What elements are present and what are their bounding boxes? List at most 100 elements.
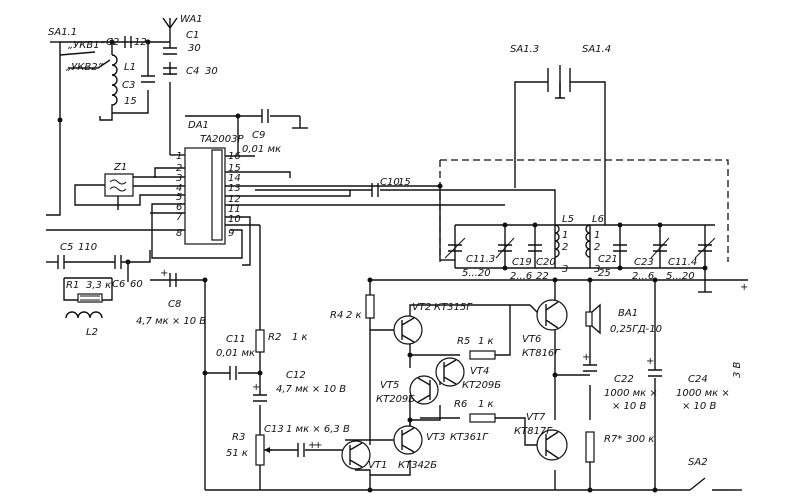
svg-text:1000 мк ×: 1000 мк × (676, 388, 730, 399)
svg-text:3: 3 (594, 264, 600, 275)
capacitor-c11: C11 0,01 мк (216, 334, 255, 380)
capacitor-c22: + C22 1000 мк × × 10 В (582, 352, 658, 412)
svg-text:1 к: 1 к (478, 336, 494, 347)
capacitor-c6: C6 60 (112, 255, 143, 290)
svg-text:30: 30 (188, 43, 201, 54)
pin-label: 14 (228, 173, 241, 184)
svg-text:1: 1 (562, 230, 568, 241)
svg-text:22: 22 (536, 271, 549, 282)
pin-label: 2 (176, 163, 182, 174)
svg-text:VT4: VT4 (470, 366, 489, 377)
shield-outline (439, 159, 729, 262)
switch-label: SA1.1 (48, 27, 77, 38)
svg-text:VT1: VT1 (368, 460, 387, 471)
resistor-r4: R4 2 к (330, 294, 375, 321)
svg-text:1: 1 (594, 230, 600, 241)
svg-text:+: + (252, 382, 260, 393)
capacitor-c4: C4 30 (163, 66, 218, 77)
svg-text:1 к: 1 к (478, 399, 494, 410)
speaker-ba1: BA1 0,25ГД-10 (585, 303, 662, 335)
svg-text:2...6: 2...6 (632, 271, 654, 282)
svg-text:C20: C20 (536, 257, 556, 268)
svg-text:КТ361Г: КТ361Г (450, 432, 489, 443)
svg-text:R4: R4 (330, 310, 343, 321)
svg-text:15: 15 (124, 96, 137, 107)
svg-text:BA1: BA1 (618, 308, 638, 319)
svg-text:300 к: 300 к (626, 434, 654, 445)
svg-text:C23: C23 (634, 257, 654, 268)
svg-text:C9: C9 (252, 130, 265, 141)
pin-label: 7 (176, 212, 183, 223)
svg-text:C3: C3 (122, 80, 135, 91)
pin-label: 3 (176, 173, 182, 184)
capacitor-c12: + C12 4,7 мк × 10 В (252, 370, 346, 402)
pin-label: 9 (228, 228, 234, 239)
switch-label: SA2 (688, 457, 708, 468)
transistor-vt2: VT2 КТ315Г (393, 302, 473, 345)
capacitor-c24: + C24 1000 мк × × 10 В (646, 356, 730, 412)
svg-text:15: 15 (398, 177, 411, 188)
switch-label: SA1.4 (582, 44, 611, 55)
pin-label: 13 (228, 183, 241, 194)
svg-text:VT5: VT5 (380, 380, 399, 391)
svg-text:60: 60 (130, 279, 143, 290)
svg-text:2...6: 2...6 (510, 271, 532, 282)
svg-text:+: + (314, 440, 322, 451)
svg-text:× 10 В: × 10 В (612, 401, 646, 412)
svg-text:51 к: 51 к (226, 448, 248, 459)
pin-label: 11 (228, 204, 241, 215)
svg-text:0,01 мк: 0,01 мк (216, 348, 255, 359)
svg-text:КТ209Б: КТ209Б (462, 380, 501, 391)
capacitor-c13: + C13 1 мк × 6,3 В (264, 424, 350, 457)
switch-sa1-4: SA1.4 (582, 44, 611, 55)
resistor-r6: R6 1 к (454, 399, 496, 423)
svg-text:1 к: 1 к (292, 332, 308, 343)
svg-text:C8: C8 (168, 299, 181, 310)
svg-text:2: 2 (562, 242, 568, 253)
switch-sa1-3: SA1.3 (510, 44, 539, 55)
filter-z1: Z1 (104, 162, 134, 197)
svg-text:R1: R1 (66, 280, 79, 291)
svg-text:C4: C4 (186, 66, 199, 77)
svg-text:1000 мк ×: 1000 мк × (604, 388, 658, 399)
svg-text:5...20: 5...20 (462, 268, 491, 279)
pin-label: 5 (176, 192, 182, 203)
transistor-vt3: VT3 КТ361Г (393, 425, 489, 455)
svg-text:0,01 мк: 0,01 мк (242, 144, 281, 155)
pin-label: 8 (176, 228, 182, 239)
pin-label: 12 (228, 194, 241, 205)
svg-text:4,7 мк × 10 В: 4,7 мк × 10 В (136, 316, 206, 327)
svg-text:+: + (646, 356, 654, 367)
transistor-vt4: VT4 КТ209Б (435, 357, 501, 391)
svg-text:3,3 к: 3,3 к (86, 280, 111, 291)
switch-position-label: „УКВ2” (66, 62, 104, 73)
svg-text:2 к: 2 к (346, 310, 362, 321)
svg-text:C1: C1 (186, 30, 199, 41)
power-supply: + 3 В + (314, 282, 748, 491)
svg-text:C21: C21 (598, 254, 618, 265)
transistor-vt7: VT7 КТ817Г (514, 412, 568, 461)
svg-text:L2: L2 (86, 327, 98, 338)
resistor-r2: R2 1 к (255, 329, 308, 353)
capacitor-c21: C21 25 (598, 244, 627, 279)
svg-text:5...20: 5...20 (666, 271, 695, 282)
svg-text:КТ816Г: КТ816Г (522, 348, 561, 359)
svg-text:1 мк × 6,3 В: 1 мк × 6,3 В (286, 424, 350, 435)
capacitor-c10: C10 15 (371, 177, 411, 197)
ic-da1: DA1 TA2003P (184, 120, 244, 245)
ic-part: TA2003P (200, 134, 244, 145)
junction-dots (57, 39, 708, 493)
svg-text:C19: C19 (512, 257, 532, 268)
inductor-l2: L2 (65, 311, 103, 338)
transistor-vt6: VT6 КТ816Г (522, 299, 568, 359)
resistor-r7: R7* 300 к (585, 431, 654, 463)
svg-text:C11: C11 (226, 334, 246, 345)
svg-text:× 10 В: × 10 В (682, 401, 716, 412)
pin-label: 15 (228, 163, 241, 174)
svg-text:КТ817Г: КТ817Г (514, 426, 553, 437)
svg-text:+: + (160, 268, 168, 279)
svg-text:C12: C12 (286, 370, 306, 381)
capacitor-c9: C9 0,01 мк (242, 109, 281, 155)
svg-text:L1: L1 (124, 62, 136, 73)
